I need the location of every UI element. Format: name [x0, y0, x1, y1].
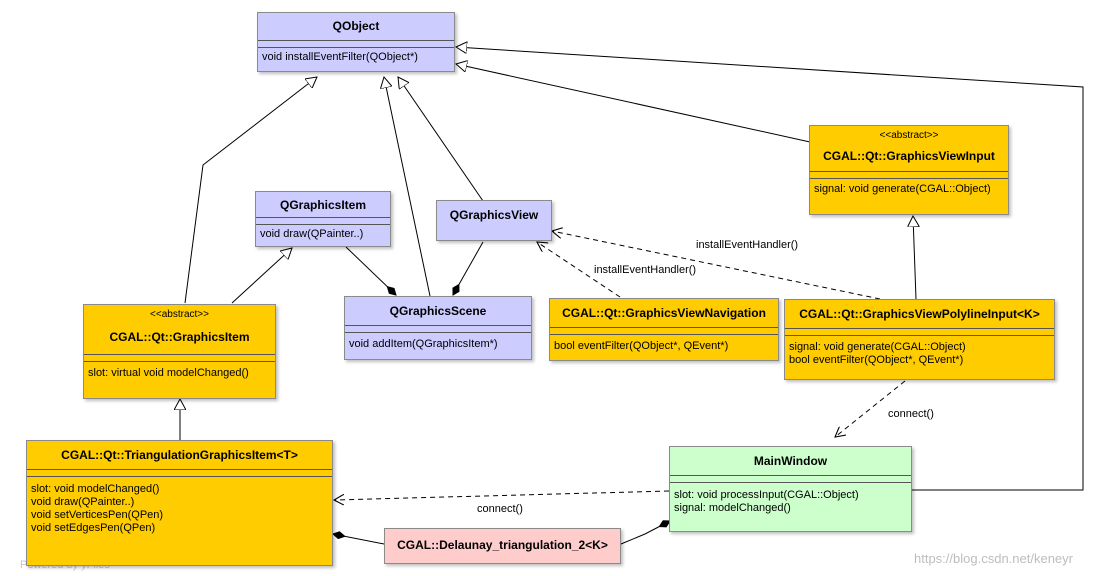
edge-label-install-handler: installEventHandler(): [594, 264, 697, 276]
edge-label-install-handler: installEventHandler(): [696, 239, 799, 251]
stereotype-label: <<abstract>>: [150, 309, 209, 320]
class-graphicsviewnavigation: CGAL::Qt::GraphicsViewNavigation bool ev…: [549, 298, 779, 361]
edge-viewinput-qobject: [456, 64, 811, 143]
class-triangulationgraphicsitem: CGAL::Qt::TriangulationGraphicsItem<T> s…: [26, 440, 333, 566]
edge-view-scene: [452, 241, 484, 296]
class-name: CGAL::Qt::GraphicsViewInput: [823, 149, 995, 163]
operations-compartment: slot: virtual void modelChanged(): [84, 362, 275, 383]
class-name: CGAL::Qt::TriangulationGraphicsItem<T>: [61, 448, 298, 462]
operation: signal: void generate(CGAL::Object): [789, 341, 966, 353]
operation: void addItem(QGraphicsItem*): [349, 338, 498, 350]
divider: [345, 332, 531, 333]
edge-label-connect: connect(): [888, 408, 934, 420]
class-graphicsviewpolylineinput: CGAL::Qt::GraphicsViewPolylineInput<K> s…: [784, 299, 1055, 380]
operations-compartment: void draw(QPainter..): [256, 225, 390, 244]
operations-compartment: slot: void processInput(CGAL::Object) si…: [670, 483, 911, 518]
operation: void setEdgesPen(QPen): [31, 522, 156, 534]
operation: slot: void modelChanged(): [31, 483, 160, 495]
blog-watermark: https://blog.csdn.net/keneyr: [914, 551, 1073, 566]
class-qgraphicsscene: QGraphicsScene void addItem(QGraphicsIte…: [344, 296, 532, 360]
operation: signal: void generate(CGAL::Object): [814, 183, 991, 195]
operation: signal: modelChanged(): [674, 502, 791, 514]
edge-mainwindow-triangulation: [334, 490, 670, 500]
divider: [258, 47, 454, 48]
divider: [84, 354, 275, 355]
class-name: CGAL::Qt::GraphicsItem: [109, 330, 250, 344]
divider: [810, 171, 1008, 172]
divider: [785, 335, 1054, 336]
edge-view-qobject: [398, 77, 484, 202]
operations-compartment: void installEventFilter(QObject*): [258, 48, 454, 67]
class-name: CGAL::Delaunay_triangulation_2<K>: [397, 538, 608, 552]
class-name: QGraphicsItem: [279, 198, 367, 212]
divider: [27, 469, 332, 470]
divider: [27, 476, 332, 477]
divider: [670, 482, 911, 483]
operations-compartment: bool eventFilter(QObject*, QEvent*): [550, 335, 778, 356]
divider: [256, 224, 390, 225]
operation: slot: virtual void modelChanged(): [88, 367, 249, 379]
stereotype-label: <<abstract>>: [879, 130, 939, 141]
operations-compartment: slot: void modelChanged() void draw(QPai…: [27, 477, 332, 538]
divider: [550, 334, 778, 335]
operation: void draw(QPainter..): [31, 496, 135, 508]
operation: void draw(QPainter..): [260, 228, 364, 240]
operations-compartment: signal: void generate(CGAL::Object): [810, 179, 1008, 199]
operations-compartment: signal: void generate(CGAL::Object) bool…: [785, 336, 1054, 370]
edge-polyline-viewinput: [913, 216, 916, 300]
edge-navigation-view: [537, 242, 621, 298]
divider: [785, 328, 1054, 329]
operation: slot: void processInput(CGAL::Object): [674, 489, 859, 501]
class-cgal-graphicsitem: <<abstract>> CGAL::Qt::GraphicsItem slot…: [83, 304, 276, 399]
edge-mainwindow-qobject: [456, 47, 1084, 491]
divider: [550, 327, 778, 328]
divider: [670, 475, 911, 476]
class-name: QObject: [332, 19, 380, 33]
operation: bool eventFilter(QObject*, QEvent*): [789, 354, 964, 366]
edge-graphicsitem-qobject: [184, 77, 317, 304]
class-qgraphicsview: QGraphicsView: [436, 200, 552, 241]
class-qobject: QObject void installEventFilter(QObject*…: [257, 12, 455, 72]
operation: bool eventFilter(QObject*, QEvent*): [554, 340, 729, 352]
edge-label-connect: connect(): [477, 503, 523, 515]
operation: void setVerticesPen(QPen): [31, 509, 164, 521]
class-name: MainWindow: [753, 454, 828, 468]
edge-scene-qobject: [384, 77, 431, 297]
divider: [256, 217, 390, 218]
edge-cgalitem-qgraphicsitem: [231, 248, 292, 304]
class-delaunay-triangulation: CGAL::Delaunay_triangulation_2<K>: [384, 528, 621, 564]
divider: [84, 361, 275, 362]
operation: void installEventFilter(QObject*): [262, 51, 418, 63]
class-name: QGraphicsView: [449, 208, 539, 222]
class-name: QGraphicsScene: [389, 304, 487, 318]
divider: [810, 178, 1008, 179]
edge-polyline-view: [552, 231, 881, 300]
edge-polyline-mainwindow: [835, 380, 906, 437]
edge-qgraphicsitem-scene: [345, 246, 397, 296]
class-name: CGAL::Qt::GraphicsViewNavigation: [562, 306, 766, 320]
class-name: CGAL::Qt::GraphicsViewPolylineInput<K>: [799, 307, 1040, 321]
edge-mainwindow-delaunay: [620, 520, 671, 545]
divider: [258, 40, 454, 41]
class-mainwindow: MainWindow slot: void processInput(CGAL:…: [669, 446, 912, 532]
operations-compartment: void addItem(QGraphicsItem*): [345, 333, 531, 354]
class-qgraphicsitem: QGraphicsItem void draw(QPainter..): [255, 191, 391, 247]
divider: [345, 325, 531, 326]
edge-triangulation-delaunay: [332, 531, 385, 545]
class-graphicsviewinput: <<abstract>> CGAL::Qt::GraphicsViewInput…: [809, 125, 1009, 215]
